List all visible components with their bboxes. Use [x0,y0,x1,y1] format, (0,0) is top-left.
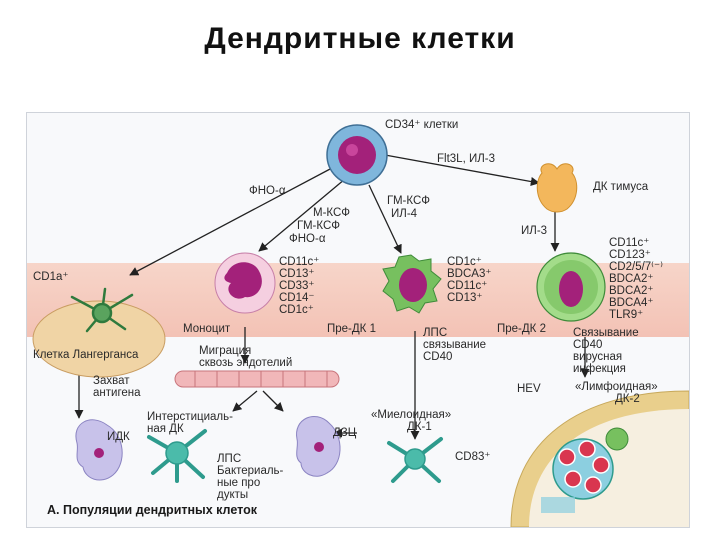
thymus-icon [536,163,578,213]
page-title: Дендритные клетки [204,22,516,55]
tnf-alpha-mid-label: ФНО-α [289,233,326,245]
myeloid-dc1-icon [387,437,443,483]
dzts-label: ДЗЦ [333,427,357,439]
marker: CD11c⁺ [447,280,488,292]
arrow-to-thymus [384,154,540,187]
il4-label: ИЛ-4 [391,208,418,220]
marker: CD123⁺ [609,249,651,261]
marker: CD14⁻ [279,292,315,304]
interstitial-dc-label: Интерстициаль- ная ДК [147,411,233,435]
marker: CD33⁺ [279,280,315,292]
pre-dc1-icon [382,254,442,314]
pre-dc2-icon [536,252,606,322]
tnf-alpha-top-label: ФНО-α [249,185,286,197]
marker: CD11c⁺ [609,237,650,249]
marker: TLR9⁺ [609,309,644,321]
marker: BDCA2⁺ [609,273,654,285]
arrow-to-langerhans [129,167,333,276]
cd34-label: CD34⁺ клетки [385,119,459,131]
antigen-capture-label: Захват антигена [93,375,141,399]
arrow-to-monocyte [258,178,346,252]
il3-label: ИЛ-3 [521,225,548,237]
marker: CD13⁺ [447,292,483,304]
hev-label: HEV [517,383,541,395]
marker: BDCA4⁺ [609,297,654,309]
marker: CD1c⁺ [447,256,482,268]
arrow-endo-right [262,390,284,412]
idc-label: ИДК [107,431,130,443]
cd83-label: CD83⁺ [455,451,491,463]
marker: CD1c⁺ [279,304,314,316]
epithelium-mound [32,300,166,378]
diagram-drawing [32,124,689,527]
pre-dc2-label: Пре-ДК 2 [497,323,546,335]
virus-binding-label: Связывание CD40 вирусная инфекция [573,327,639,375]
gmcsf-right-label: ГМ-КСФ [387,195,430,207]
arrow-to-pre-dc1 [368,184,402,254]
flt3l-il3-label: Flt3L, ИЛ-3 [437,153,495,165]
migration-label: Миграция сквозь эндотелий [199,345,293,369]
langerhans-label: Клетка Лангерганса [33,349,139,361]
monocyte-markers: CD11c⁺ CD13⁺ CD33⁺ CD14⁻ CD1c⁺ [279,256,319,316]
lps-binding-label: ЛПС связывание CD40 [423,327,487,363]
endothelium-icon [174,370,340,388]
pre-dc1-markers: CD1c⁺ BDCA3⁺ CD11c⁺ CD13⁺ [447,256,491,304]
langerhans-cell-icon [70,287,134,333]
marker: CD2/5/7⁽⁻⁾ [609,261,663,273]
myeloid-dc1-label: «Миелоидная» ДК-1 [371,409,452,433]
mcsf-label: М-КСФ [313,207,351,219]
arrow-endo-left [232,390,258,412]
pre-dc1-label: Пре-ДК 1 [327,323,376,335]
interstitial-dc-icon [147,429,207,483]
marker: BDCA2⁺ [609,285,654,297]
cd1a-label: CD1a⁺ [33,271,69,283]
thymus-dc-label: ДК тимуса [593,181,649,193]
monocyte-label: Моноцит [183,323,231,335]
cd34-cell-icon [326,124,388,186]
lymph-node-icon [510,390,689,527]
lps-bacterial-label: ЛПС Бактериаль- ные про дукты [217,453,284,501]
dzts-cell-icon [296,415,341,477]
pre-dc2-markers: CD11c⁺ CD123⁺ CD2/5/7⁽⁻⁾ BDCA2⁺ BDCA2⁺ B… [609,237,663,321]
idc-cell-icon [75,419,123,481]
lymphoid-dc2-label: «Лимфоидная» ДК-2 [575,381,658,405]
marker: CD11c⁺ [279,256,320,268]
marker: CD13⁺ [279,268,315,280]
figure-caption: А. Популяции дендритных клеток [47,503,257,517]
dendritic-cell-diagram: CD34⁺ клетки Flt3L, ИЛ-3 ФНО-α М-КСФ ГМ-… [26,112,690,528]
marker: BDCA3⁺ [447,268,492,280]
gmcsf-left-label: ГМ-КСФ [297,220,340,232]
monocyte-icon [214,252,276,314]
